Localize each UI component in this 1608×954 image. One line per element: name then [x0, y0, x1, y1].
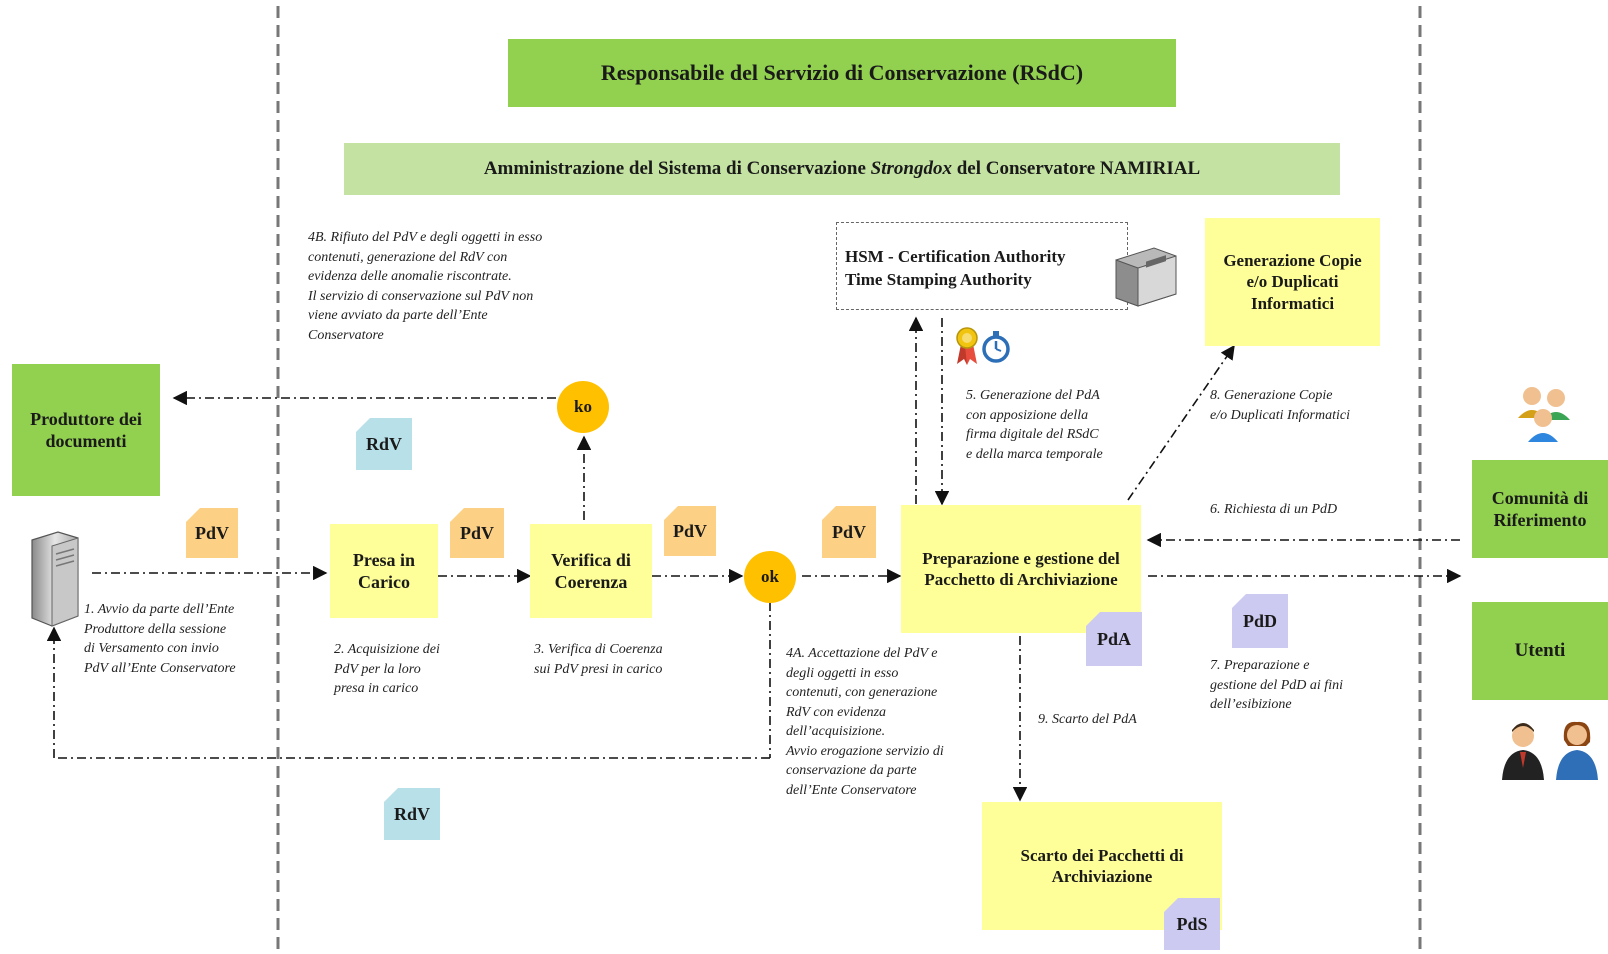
step-3-note: 3. Verifica di Coerenza sui PdV presi in…: [534, 642, 663, 677]
pdv-tag-label: PdV: [194, 522, 229, 543]
presa-in-carico-label: Presa in Carico: [352, 549, 416, 593]
comunita-box: Comunità di Riferimento: [1472, 460, 1608, 558]
pdv-tag-label: PdV: [459, 522, 494, 543]
pdd-tag: PdD: [1232, 594, 1288, 648]
scarto-label: Scarto dei Pacchetti di Archiviazione: [1020, 845, 1184, 886]
pds-tag-label: PdS: [1176, 913, 1208, 934]
pdv-tag-label: PdV: [831, 521, 866, 542]
comunita-label: Comunità di Riferimento: [1491, 487, 1589, 531]
generazione-box: Generazione Copie e/o Duplicati Informat…: [1205, 218, 1380, 346]
ok-label: ok: [761, 567, 779, 586]
utenti-box: Utenti: [1472, 602, 1608, 700]
pdv-tag: PdV: [664, 506, 716, 556]
ribbon-icon: [954, 326, 980, 366]
step-2-note: 2. Acquisizione dei PdV per la loro pres…: [334, 642, 440, 696]
admin-banner-text-pre: Amministrazione del Sistema di Conservaz…: [483, 158, 871, 180]
step-8-note: 8. Generazione Copie e/o Duplicati Infor…: [1210, 388, 1350, 423]
businesswoman-icon: [1552, 720, 1602, 780]
rsdc-header-label: Responsabile del Servizio di Conservazio…: [600, 60, 1084, 86]
preparazione-box: Preparazione e gestione del Pacchetto di…: [901, 505, 1141, 633]
admin-banner-label: Amministrazione del Sistema di Conservaz…: [484, 157, 1200, 181]
rdv-tag: RdV: [356, 418, 412, 470]
verifica-coerenza-box: Verifica di Coerenza: [530, 524, 652, 618]
server-icon: [28, 530, 80, 628]
presa-in-carico-box: Presa in Carico: [330, 524, 438, 618]
preparazione-label: Preparazione e gestione del Pacchetto di…: [922, 548, 1120, 589]
admin-banner-text-post: del Conservatore NAMIRIAL: [951, 158, 1201, 180]
pds-tag: PdS: [1164, 898, 1220, 950]
users-group-icon: [1514, 384, 1576, 444]
pdv-tag-label: PdV: [672, 520, 707, 541]
admin-banner: Amministrazione del Sistema di Conservaz…: [344, 143, 1340, 195]
businessman-icon: [1500, 722, 1546, 780]
pda-tag-label: PdA: [1096, 628, 1131, 649]
pdd-tag-label: PdD: [1242, 610, 1277, 631]
ko-circle: ko: [557, 381, 609, 433]
step-9-note: 9. Scarto del PdA: [1038, 712, 1137, 727]
pdv-tag: PdV: [822, 506, 876, 558]
rdv-tag: RdV: [384, 788, 440, 840]
hsm-line-2: Time Stamping Authority: [845, 270, 1032, 289]
rdv-tag-label: RdV: [393, 803, 430, 824]
ko-label: ko: [574, 397, 592, 416]
ok-circle: ok: [744, 551, 796, 603]
pda-tag: PdA: [1086, 612, 1142, 666]
stopwatch-icon: [981, 330, 1011, 364]
hsm-box: HSM - Certification Authority Time Stamp…: [836, 222, 1128, 310]
verifica-coerenza-label: Verifica di Coerenza: [551, 549, 631, 593]
step-4a-note: 4A. Accettazione del PdV e degli oggetti…: [786, 646, 944, 798]
step-7-note: 7. Preparazione e gestione del PdD ai fi…: [1210, 658, 1343, 712]
hsm-device-icon: [1114, 242, 1178, 308]
step-6-note: 6. Richiesta di un PdD: [1210, 502, 1338, 517]
produttore-box: Produttore dei documenti: [12, 364, 160, 496]
step-5-note: 5. Generazione del PdA con apposizione d…: [966, 388, 1103, 462]
rdv-tag-label: RdV: [365, 433, 402, 454]
hsm-line-1: HSM - Certification Authority: [845, 247, 1066, 266]
utenti-label: Utenti: [1514, 640, 1566, 662]
step-4b-note: 4B. Rifiuto del PdV e degli oggetti in e…: [308, 230, 543, 343]
generazione-label: Generazione Copie e/o Duplicati Informat…: [1223, 251, 1362, 313]
produttore-label: Produttore dei documenti: [30, 408, 142, 452]
pdv-tag: PdV: [186, 508, 238, 558]
admin-banner-system-name: Strongdox: [870, 158, 952, 180]
rsdc-header: Responsabile del Servizio di Conservazio…: [508, 39, 1176, 107]
step-1-note: 1. Avvio da parte dell’Ente Produttore d…: [84, 602, 236, 676]
pdv-tag: PdV: [450, 508, 504, 558]
